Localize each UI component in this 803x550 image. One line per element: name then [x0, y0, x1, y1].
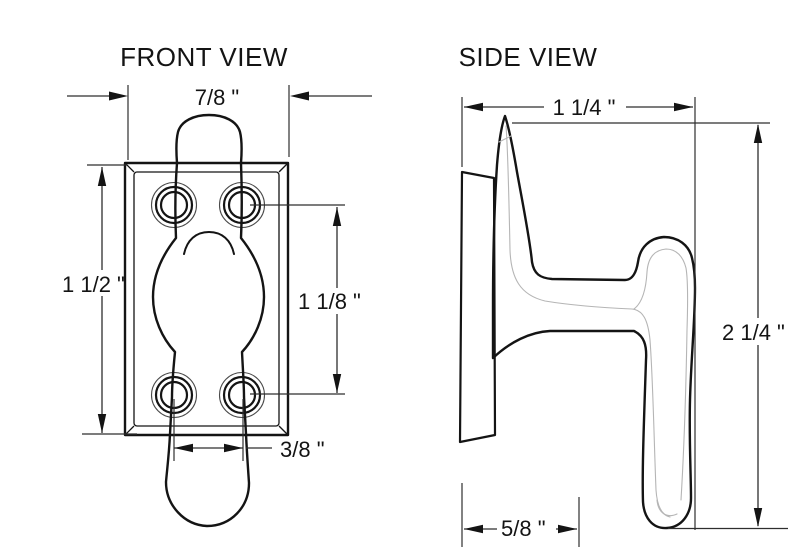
screw-hole-bottom-right — [218, 371, 266, 419]
front-height-label: 1 1/2 " — [62, 272, 125, 297]
arrowhead — [753, 508, 763, 527]
front-plate — [123, 161, 290, 437]
screw-holes — [150, 181, 266, 419]
side-view: SIDE VIEW 1 1/4 " — [459, 42, 788, 547]
plate-outer-edge — [123, 161, 290, 437]
handle-outline — [151, 113, 266, 528]
dim-side-height: 2 1/4 " — [512, 122, 788, 530]
dim-side-base: 5/8 " — [461, 483, 580, 547]
arrowhead — [290, 91, 309, 101]
arrowhead — [332, 207, 342, 226]
side-plate — [458, 170, 497, 444]
hole-horizontal-label: 3/8 " — [280, 437, 325, 462]
arrowhead — [674, 102, 693, 112]
dim-side-depth: 1 1/4 " — [461, 93, 696, 530]
side-latch-outline — [491, 114, 697, 530]
hole-vertical-label: 1 1/8 " — [298, 289, 361, 314]
arrowhead — [97, 414, 107, 433]
front-width-label: 7/8 " — [195, 85, 240, 110]
screw-hole-top-left — [150, 181, 198, 229]
plate-bevel-corners — [124, 162, 289, 436]
side-height-label: 2 1/4 " — [722, 320, 785, 345]
dim-front-width: 7/8 " — [67, 85, 372, 160]
dim-hole-horizontal: 3/8 " — [173, 399, 325, 462]
front-view-title: FRONT VIEW — [120, 42, 288, 72]
arrowhead — [174, 443, 193, 453]
dim-hole-vertical: 1 1/8 " — [250, 204, 361, 395]
side-base-label: 5/8 " — [501, 516, 546, 541]
arrowhead — [464, 102, 483, 112]
side-depth-label: 1 1/4 " — [553, 95, 616, 120]
arrowhead — [224, 443, 243, 453]
front-view: FRONT VIEW — [59, 42, 372, 528]
front-handle — [151, 113, 266, 528]
plate-bevel-edge — [133, 171, 280, 427]
side-shading-lines — [498, 125, 689, 518]
dim-front-height: 1 1/2 " — [59, 164, 137, 435]
arrowhead — [109, 91, 128, 101]
arrowhead — [464, 524, 483, 534]
arrowhead — [97, 167, 107, 186]
arrowhead — [332, 374, 342, 393]
arrowhead — [558, 524, 577, 534]
handle-grip-ridge — [183, 231, 235, 255]
arrowhead — [753, 124, 763, 143]
side-view-title: SIDE VIEW — [459, 42, 598, 72]
